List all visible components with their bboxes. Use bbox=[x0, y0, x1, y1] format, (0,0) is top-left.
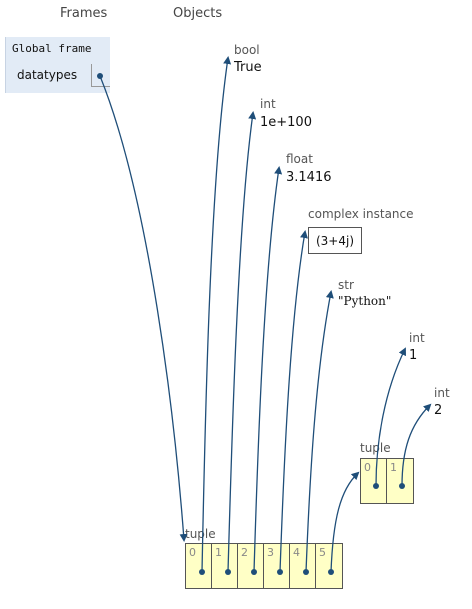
outer-tuple-index: 0 bbox=[189, 546, 196, 559]
int-1-type-label: int bbox=[409, 331, 425, 345]
pointer-dot bbox=[373, 483, 379, 489]
pointer-dot-datatypes bbox=[97, 73, 103, 79]
inner-tuple-cell: 1 bbox=[387, 459, 413, 503]
arrow-inner-0-to-int-1 bbox=[375, 347, 406, 487]
arrow-5-to-inner-tuple bbox=[330, 471, 360, 573]
int-big-type-label: int bbox=[260, 97, 276, 111]
outer-tuple-cell: 5 bbox=[316, 544, 342, 588]
complex-type-label: complex instance bbox=[308, 207, 414, 221]
global-frame-title: Global frame bbox=[12, 42, 92, 55]
pointer-dot bbox=[277, 569, 283, 575]
frames-header: Frames bbox=[60, 6, 108, 21]
arrow-datatypes-to-tuple bbox=[99, 75, 188, 542]
arrow-0-to-bool bbox=[201, 56, 232, 573]
arrow-inner-1-to-int-2 bbox=[401, 403, 432, 487]
outer-tuple-cell: 4 bbox=[290, 544, 316, 588]
inner-tuple-index: 0 bbox=[364, 461, 371, 474]
pointer-dot bbox=[328, 569, 334, 575]
complex-value: (3+4j) bbox=[315, 233, 355, 248]
pointer-dot bbox=[225, 569, 231, 575]
str-type-label: str bbox=[338, 278, 354, 292]
inner-tuple-cell: 0 bbox=[361, 459, 387, 503]
pointer-dot bbox=[303, 569, 309, 575]
inner-tuple: 0 1 bbox=[360, 458, 414, 504]
bool-value: True bbox=[234, 60, 262, 75]
arrow-3-to-complex bbox=[279, 230, 308, 573]
outer-tuple: 0 1 2 3 4 5 bbox=[185, 543, 343, 589]
float-type-label: float bbox=[286, 152, 313, 166]
arrow-1-to-int-big bbox=[227, 111, 257, 573]
inner-tuple-type-label: tuple bbox=[360, 441, 391, 455]
pointer-dot bbox=[251, 569, 257, 575]
outer-tuple-cell: 3 bbox=[264, 544, 290, 588]
int-2-value: 2 bbox=[434, 403, 443, 418]
outer-tuple-type-label: tuple bbox=[185, 527, 216, 541]
pointer-dot bbox=[399, 483, 405, 489]
outer-tuple-cell: 2 bbox=[238, 544, 264, 588]
inner-tuple-index: 1 bbox=[390, 461, 397, 474]
int-1-value: 1 bbox=[409, 348, 418, 363]
complex-value-box: (3+4j) bbox=[308, 227, 362, 254]
float-value: 3.1416 bbox=[286, 170, 332, 185]
outer-tuple-index: 5 bbox=[319, 546, 326, 559]
int-2-type-label: int bbox=[434, 386, 450, 400]
objects-header: Objects bbox=[173, 6, 223, 21]
bool-type-label: bool bbox=[234, 43, 260, 57]
arrow-2-to-float bbox=[253, 166, 283, 573]
variable-name-datatypes: datatypes bbox=[17, 68, 78, 82]
outer-tuple-cell: 1 bbox=[212, 544, 238, 588]
outer-tuple-index: 2 bbox=[241, 546, 248, 559]
arrow-4-to-str bbox=[305, 290, 334, 573]
outer-tuple-cell: 0 bbox=[186, 544, 212, 588]
outer-tuple-index: 3 bbox=[267, 546, 274, 559]
int-big-value: 1e+100 bbox=[260, 115, 312, 130]
pointer-dot bbox=[199, 569, 205, 575]
variable-pointer-slot bbox=[91, 64, 110, 87]
outer-tuple-index: 1 bbox=[215, 546, 222, 559]
str-value: "Python" bbox=[338, 294, 392, 308]
outer-tuple-index: 4 bbox=[293, 546, 300, 559]
global-frame: Global frame datatypes bbox=[5, 37, 110, 93]
